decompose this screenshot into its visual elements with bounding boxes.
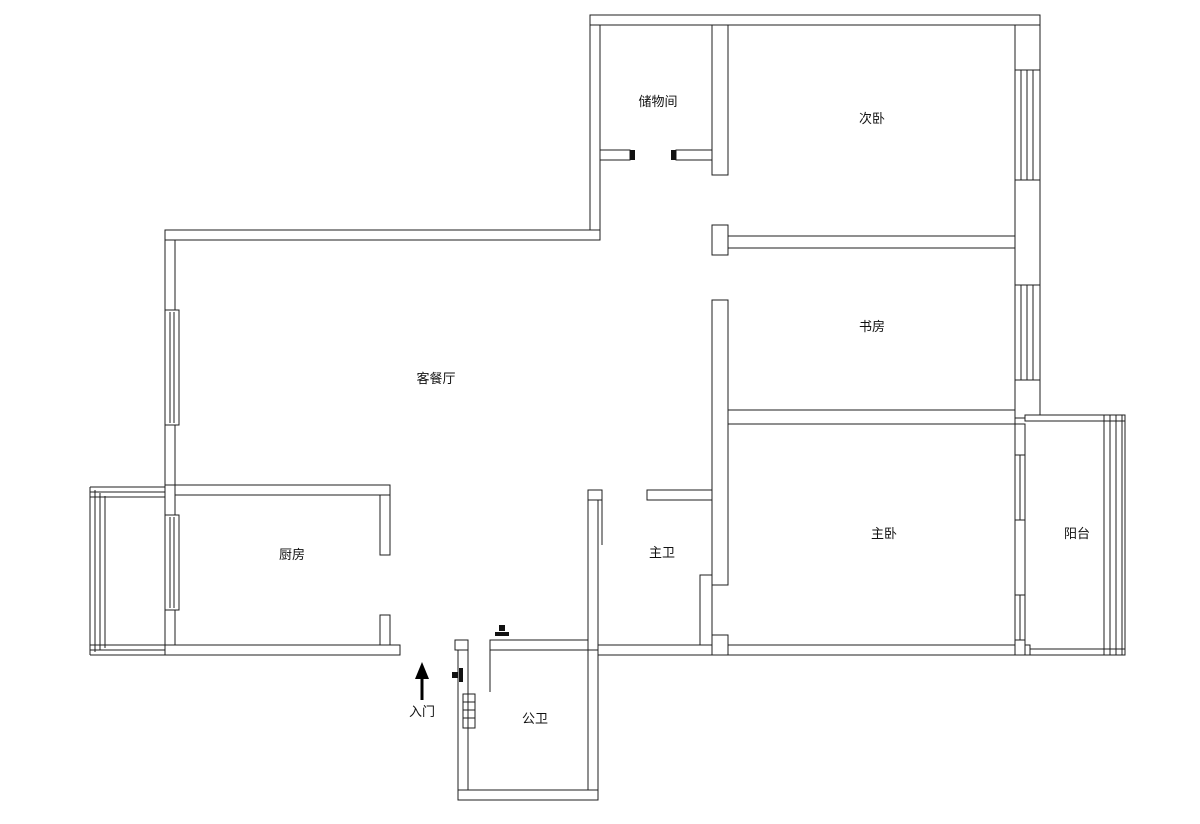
room-label-master-bedroom: 主卧 — [871, 527, 897, 542]
room-label-balcony: 阳台 — [1064, 527, 1090, 542]
room-label-living-dining: 客餐厅 — [416, 371, 455, 387]
windows-layer — [89, 69, 1126, 656]
room-label-master-bath: 主卫 — [649, 546, 675, 561]
room-label-kitchen: 厨房 — [279, 547, 305, 563]
room-label-study: 书房 — [859, 319, 885, 335]
room-label-storage: 储物间 — [638, 95, 677, 110]
room-labels-layer: 储物间 次卧 书房 客餐厅 厨房 主卫 主卧 阳台 公卫 入门 — [279, 95, 1090, 727]
walls-layer — [164, 14, 1126, 801]
door-symbols-layer — [452, 150, 676, 729]
room-label-secondary-bedroom: 次卧 — [859, 111, 885, 127]
room-label-public-bath: 公卫 — [522, 712, 548, 727]
entrance-arrow-icon — [415, 662, 429, 700]
room-label-entrance: 入门 — [409, 705, 435, 720]
